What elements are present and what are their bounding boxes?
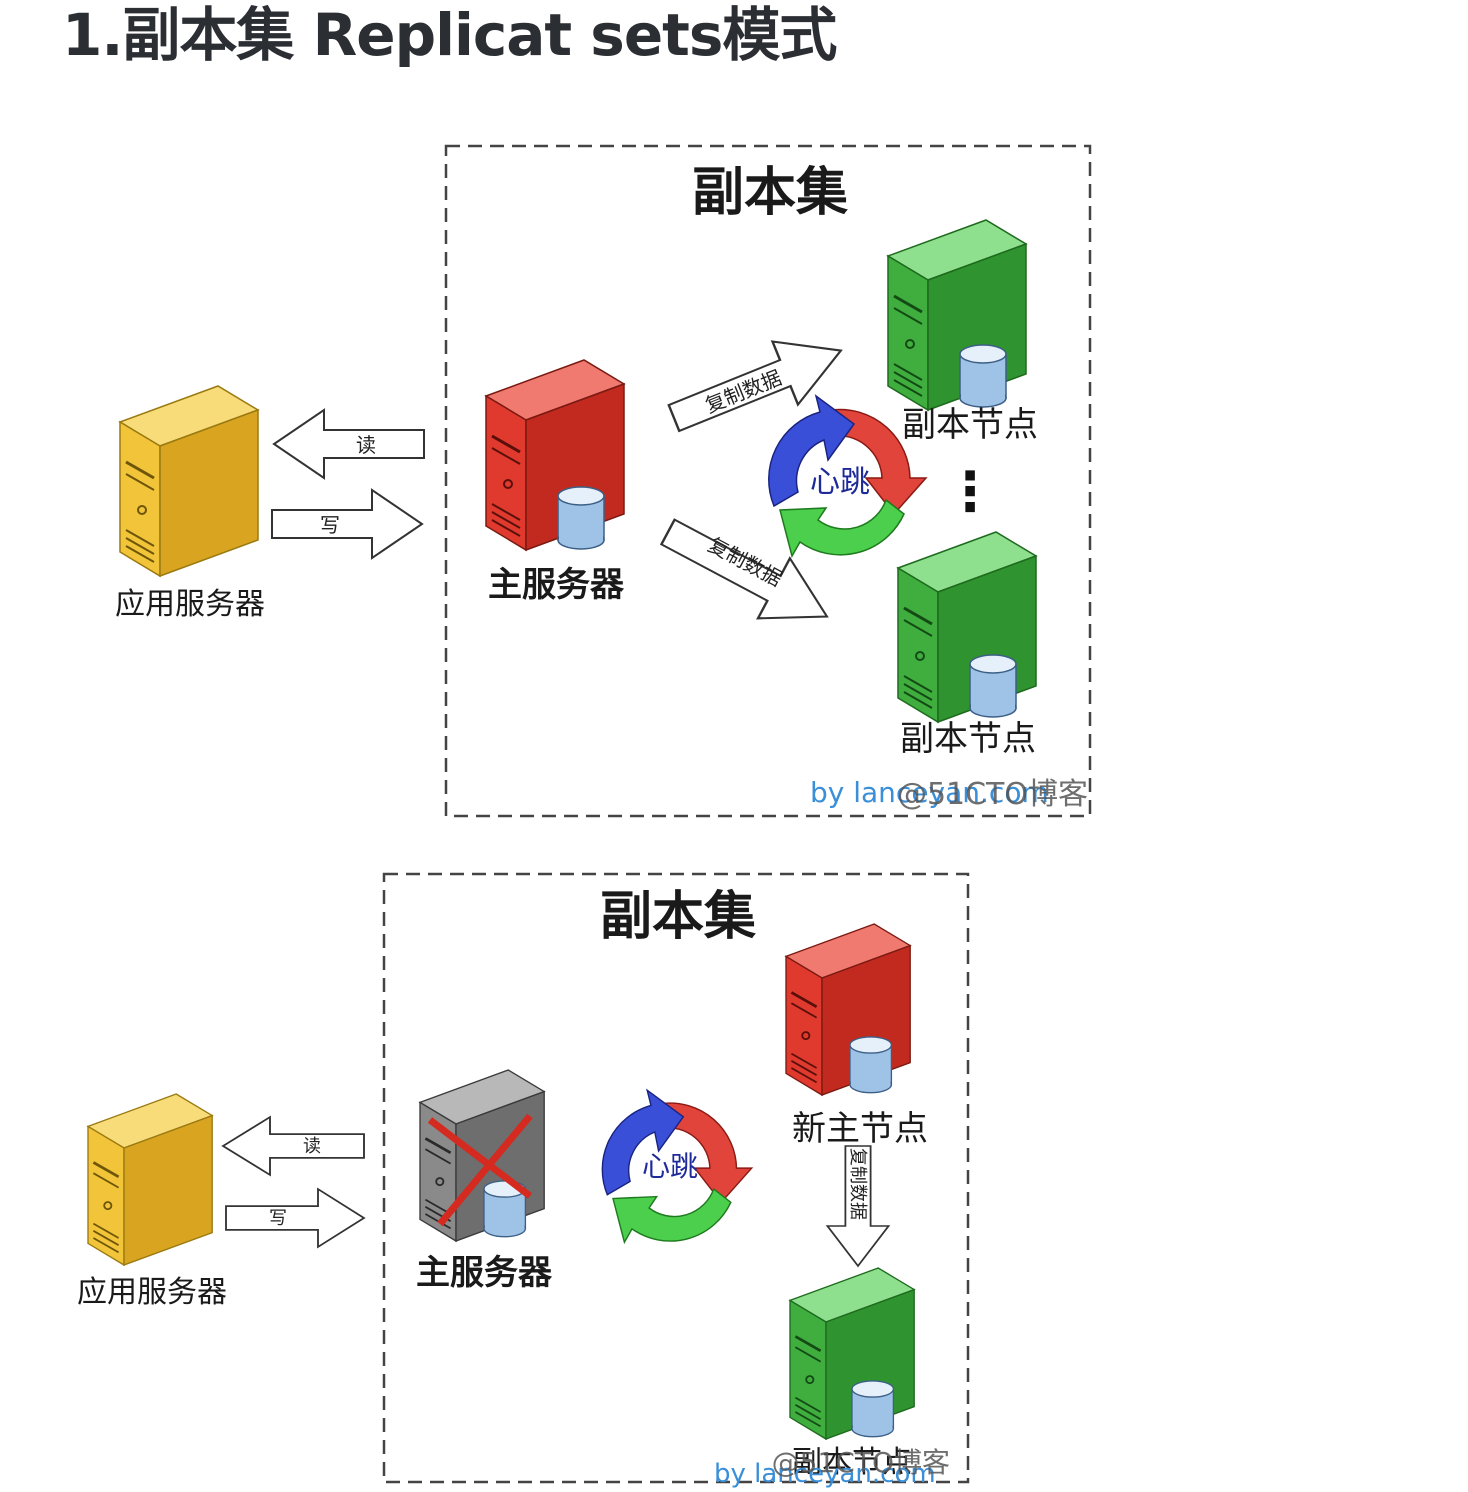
watermark-url: by lanceyan.com	[810, 776, 1049, 809]
write-arrow	[225, 1188, 365, 1248]
secondary-node-label: 副本节点	[902, 405, 1038, 445]
watermark-source: @51CTO博客	[772, 1446, 950, 1479]
read-arrow	[273, 409, 425, 479]
write-label: 写	[320, 513, 340, 537]
secondary-database-icon	[969, 654, 1017, 718]
secondary-node-label: 副本节点	[900, 719, 1036, 759]
secondary-database-icon	[959, 344, 1007, 408]
read-label: 读	[303, 1136, 321, 1157]
app-server-icon	[86, 1092, 214, 1267]
failed-primary-label: 主服务器	[416, 1253, 553, 1293]
replica-set-boundary-bottom	[382, 872, 970, 1484]
secondary-node-label: 副本节点	[792, 1445, 912, 1480]
secondary-database-icon	[851, 1380, 895, 1438]
app-server-label: 应用服务器	[115, 587, 265, 622]
replica-set-title-top: 副本集	[692, 162, 848, 223]
replicate-label-down: 复制数据	[847, 1148, 868, 1220]
write-arrow	[271, 489, 423, 559]
read-label: 读	[356, 433, 376, 457]
heartbeat-label: 心跳	[642, 1150, 698, 1183]
replica-set-title-bottom: 副本集	[600, 886, 756, 947]
replica-set-boundary-top	[444, 144, 1092, 818]
watermark-source: @51CTO博客	[897, 777, 1088, 812]
page-heading: 1.副本集 Replicat sets模式	[62, 1, 837, 69]
app-server-icon	[118, 384, 260, 578]
primary-server-label: 主服务器	[488, 565, 625, 605]
primary-database-icon	[557, 486, 605, 550]
ellipsis-vertical: ⋮	[943, 460, 997, 523]
read-arrow	[222, 1116, 365, 1176]
write-label: 写	[269, 1208, 287, 1229]
watermark-url: by lanceyan.com	[714, 1459, 936, 1489]
failure-cross-icon	[427, 1113, 533, 1227]
replicate-label-upper: 复制数据	[702, 365, 785, 417]
new-primary-label: 新主节点	[792, 1109, 928, 1149]
new-primary-database-icon	[849, 1036, 893, 1094]
app-server-label: 应用服务器	[77, 1275, 227, 1310]
heartbeat-label: 心跳	[810, 465, 870, 500]
